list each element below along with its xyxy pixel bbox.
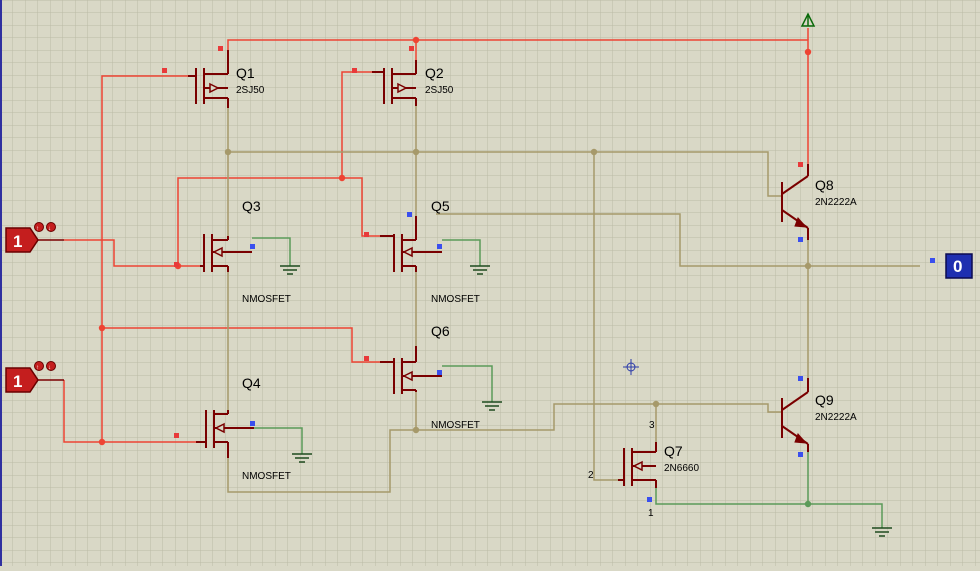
q7-pin-source: 1: [648, 508, 654, 519]
q3-nmosfet[interactable]: [200, 234, 252, 272]
logic-input-b-toggle-icon[interactable]: ↑↓: [34, 361, 56, 372]
probe-crosshair-icon[interactable]: [623, 359, 639, 375]
q5-nmosfet[interactable]: [380, 216, 442, 272]
component-labels: Q1 2SJ50 Q2 2SJ50 Q3 NMOSFET Q4 NMOSFET …: [236, 65, 857, 519]
q4-nmosfet[interactable]: [196, 410, 254, 458]
q2-pmosfet[interactable]: [372, 60, 417, 106]
logic-input-b[interactable]: 1 ↑↓: [5, 361, 64, 393]
ground-icon-main: [872, 527, 892, 537]
svg-text:↑: ↑: [36, 365, 39, 371]
q1-ref: Q1: [236, 65, 255, 81]
q1-part: 2SJ50: [236, 85, 265, 96]
q6-ref: Q6: [431, 323, 450, 339]
q5-part: NMOSFET: [431, 294, 480, 305]
logic-output-value: 0: [953, 257, 962, 276]
q7-pin-drain: 3: [649, 420, 655, 431]
q1-pmosfet[interactable]: [188, 50, 229, 108]
q2-ref: Q2: [425, 65, 444, 81]
q7-pin-gate: 2: [588, 470, 594, 481]
q9-ref: Q9: [815, 392, 834, 408]
logic-input-b-value: 1: [13, 372, 22, 391]
logic-input-a-value: 1: [13, 232, 22, 251]
q8-part: 2N2222A: [815, 197, 857, 208]
q2-part: 2SJ50: [425, 85, 454, 96]
vcc-power-icon: [800, 12, 816, 40]
q4-part: NMOSFET: [242, 471, 291, 482]
svg-text:↓: ↓: [48, 365, 51, 371]
wires-neutral: [227, 106, 920, 493]
ground-icon-q6: [482, 401, 502, 411]
q5-ref: Q5: [431, 198, 450, 214]
ground-icon-q4: [292, 453, 312, 463]
svg-text:↑: ↑: [36, 226, 39, 232]
q4-ref: Q4: [242, 375, 261, 391]
q3-part: NMOSFET: [242, 294, 291, 305]
q6-nmosfet[interactable]: [380, 346, 442, 394]
q6-part: NMOSFET: [431, 420, 480, 431]
junctions: [98, 36, 812, 508]
ground-icon-q5: [470, 265, 490, 275]
svg-text:↓: ↓: [48, 226, 51, 232]
ground-icon-q3: [280, 265, 300, 275]
logic-output-probe[interactable]: 0: [945, 253, 973, 279]
wires-ground: [252, 237, 883, 528]
logic-input-a-toggle-icon[interactable]: ↑↓: [34, 222, 56, 233]
q8-ref: Q8: [815, 177, 834, 193]
q7-part: 2N6660: [664, 463, 699, 474]
pin-state-markers: [162, 46, 935, 502]
q9-npn-transistor[interactable]: [781, 378, 809, 452]
q7-ref: Q7: [664, 443, 683, 459]
q3-ref: Q3: [242, 198, 261, 214]
logic-input-a[interactable]: 1 ↑↓: [5, 222, 64, 253]
q7-mosfet[interactable]: [618, 442, 657, 488]
q9-part: 2N2222A: [815, 412, 857, 423]
q8-npn-transistor[interactable]: [781, 164, 809, 240]
